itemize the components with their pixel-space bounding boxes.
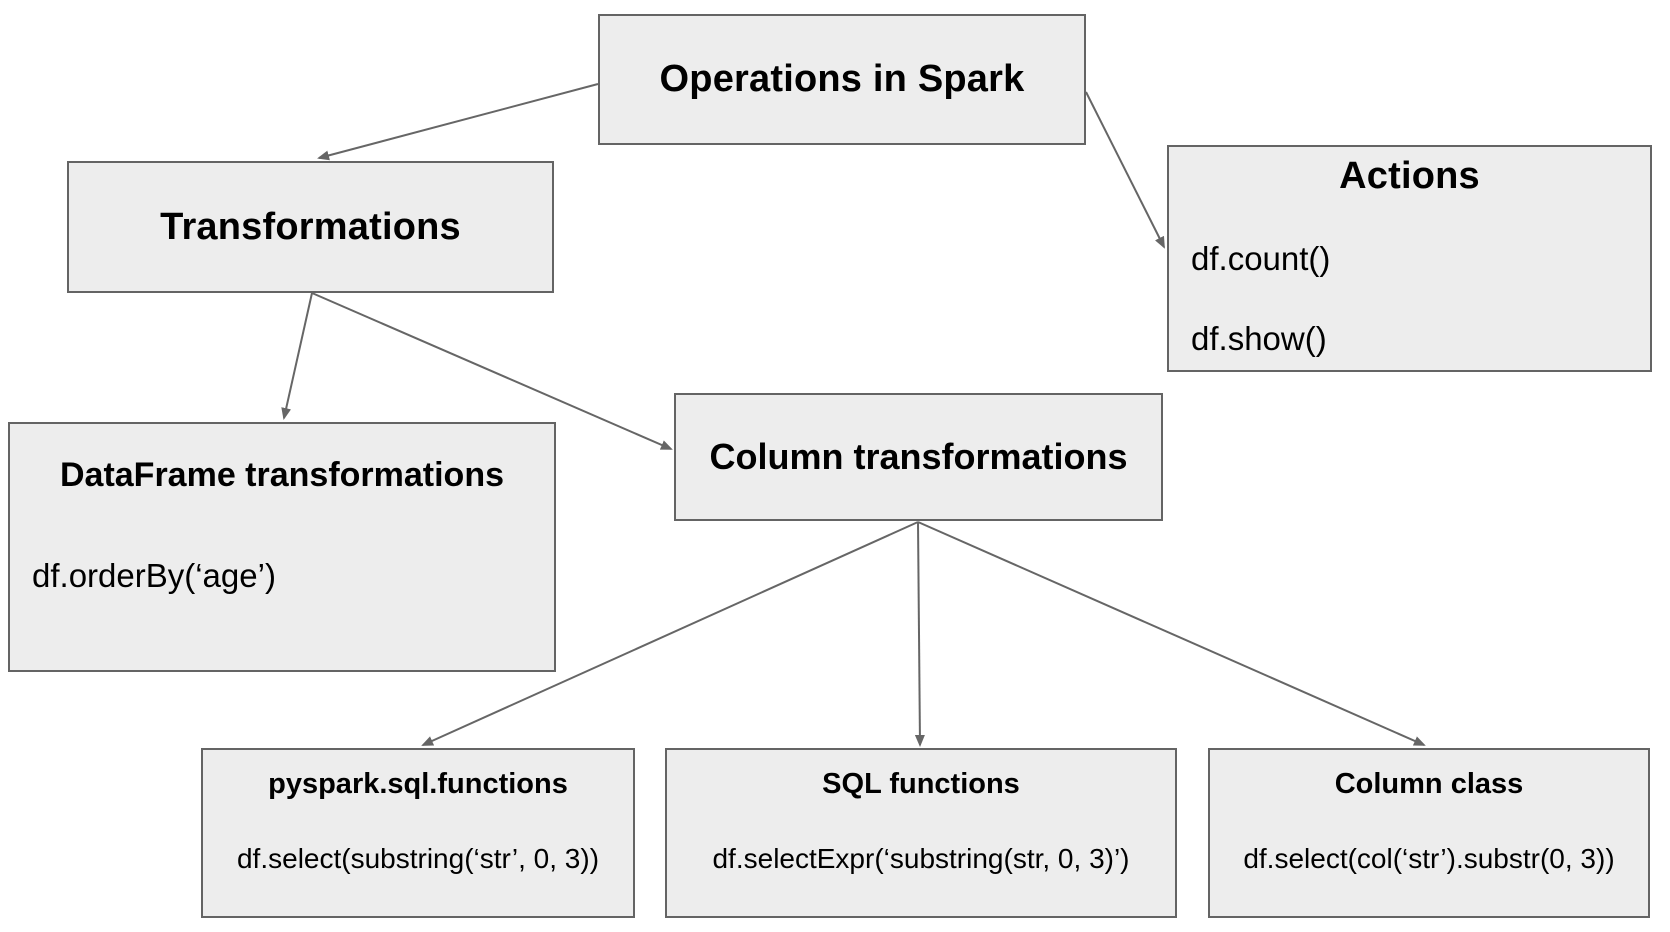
node-title: Operations in Spark: [659, 58, 1025, 100]
code-line: df.orderBy(‘age’): [32, 557, 276, 594]
code-line: df.select(substring(‘str’, 0, 3)): [236, 843, 600, 874]
node-title: SQL functions: [822, 768, 1020, 800]
code-line: df.count(): [1191, 240, 1331, 277]
node-title: pyspark.sql.functions: [268, 768, 568, 800]
arrow-operations-to-actions: [1085, 91, 1165, 249]
node-column-class: Column class df.select(col(‘str’).substr…: [1208, 748, 1650, 918]
arrow-column-to-sql: [914, 521, 925, 747]
node-dataframe-transformations: DataFrame transformations df.orderBy(‘ag…: [8, 422, 556, 672]
node-actions: Actions df.count() df.show(): [1167, 145, 1652, 372]
arrow-operations-to-transformations: [317, 83, 599, 161]
node-transformations: Transformations: [67, 161, 554, 293]
code-line: df.selectExpr(‘substring(str, 0, 3)’): [712, 843, 1130, 874]
code-line: df.show(): [1191, 320, 1327, 357]
node-column-transformations: Column transformations: [674, 393, 1163, 521]
node-title: Transformations: [160, 205, 461, 248]
arrow-column-to-columnclass: [917, 521, 1426, 746]
node-pyspark-sql-functions: pyspark.sql.functions df.select(substrin…: [201, 748, 635, 918]
node-title: Actions: [1339, 155, 1480, 197]
node-operations-in-spark: Operations in Spark: [598, 14, 1086, 145]
node-title: Column transformations: [709, 436, 1128, 477]
arrow-transformations-to-dataframe: [281, 292, 313, 420]
node-title: Column class: [1334, 768, 1524, 800]
node-title: DataFrame transformations: [59, 456, 504, 494]
code-line: df.select(col(‘str’).substr(0, 3)): [1243, 843, 1615, 874]
node-sql-functions: SQL functions df.selectExpr(‘substring(s…: [665, 748, 1177, 918]
